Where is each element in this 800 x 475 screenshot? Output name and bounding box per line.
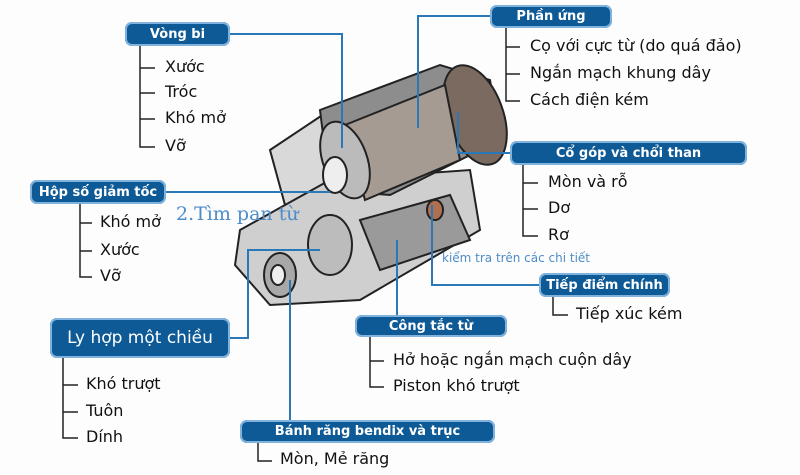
label-ly-hop-mot-chieu: Ly hợp một chiều bbox=[50, 318, 230, 358]
label-banh-rang-bendix: Bánh răng bendix và trục bbox=[240, 420, 495, 443]
tree-brackets bbox=[62, 28, 568, 462]
vong-bi-item: Xước bbox=[165, 57, 205, 77]
leader-lines bbox=[166, 15, 539, 420]
label-phan-ung: Phần ứng bbox=[490, 5, 612, 28]
phan-ung-item: Cách điện kém bbox=[530, 90, 649, 110]
phan-ung-item: Ngắn mạch khung dây bbox=[530, 63, 711, 83]
vong-bi-item: Khó mở bbox=[165, 108, 226, 128]
co-gop-item: Rơ bbox=[548, 225, 569, 245]
label-vong-bi: Vòng bi bbox=[125, 22, 230, 46]
banh-rang-item: Mòn, Mẻ răng bbox=[280, 449, 390, 469]
hop-so-item: Vỡ bbox=[100, 266, 121, 286]
label-hop-so-giam-toc: Hộp số giảm tốc bbox=[30, 180, 166, 204]
co-gop-item: Dơ bbox=[548, 198, 571, 218]
label-tiep-diem-chinh: Tiếp điểm chính bbox=[539, 273, 670, 297]
co-gop-item: Mòn và rỗ bbox=[548, 172, 628, 192]
watermark-right: kiểm tra trên các chi tiết bbox=[442, 251, 590, 265]
motor-drawing bbox=[233, 63, 508, 307]
hop-so-item: Xước bbox=[100, 240, 140, 260]
watermark-left: 2.Tìm pan từ bbox=[176, 203, 299, 225]
phan-ung-item: Cọ với cực từ (do quá đảo) bbox=[530, 36, 742, 56]
ly-hop-item: Khó trượt bbox=[86, 374, 161, 394]
hop-so-item: Khó mở bbox=[100, 212, 161, 232]
label-cong-tac-tu: Công tắc từ bbox=[355, 315, 507, 337]
ly-hop-item: Dính bbox=[86, 427, 124, 447]
tiep-diem-item: Tiếp xúc kém bbox=[576, 304, 683, 324]
vong-bi-item: Vỡ bbox=[165, 136, 186, 156]
cong-tac-item: Hở hoặc ngắn mạch cuộn dây bbox=[393, 350, 632, 370]
label-co-gop-choi-than: Cổ góp và chổi than bbox=[510, 141, 747, 165]
cong-tac-item: Piston khó trượt bbox=[393, 376, 520, 396]
vong-bi-item: Tróc bbox=[165, 82, 198, 102]
ly-hop-item: Tuôn bbox=[86, 401, 124, 421]
